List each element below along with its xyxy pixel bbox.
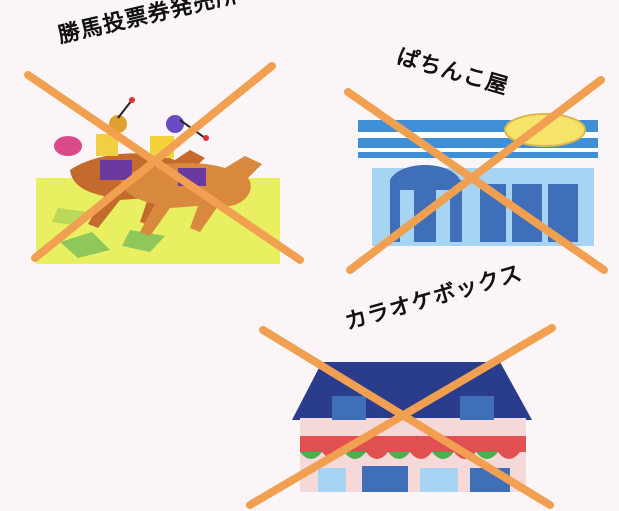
horse-racing-cross-a xyxy=(24,71,304,264)
horse-racing-cross-b xyxy=(31,62,276,262)
pachinko-cross-a xyxy=(344,88,608,274)
pachinko-cross-b xyxy=(346,76,605,274)
horse-racing-icon xyxy=(36,97,280,264)
karaoke-cross-b xyxy=(246,324,556,509)
karaoke-box-icon xyxy=(292,362,532,492)
cross-marks xyxy=(24,62,608,509)
